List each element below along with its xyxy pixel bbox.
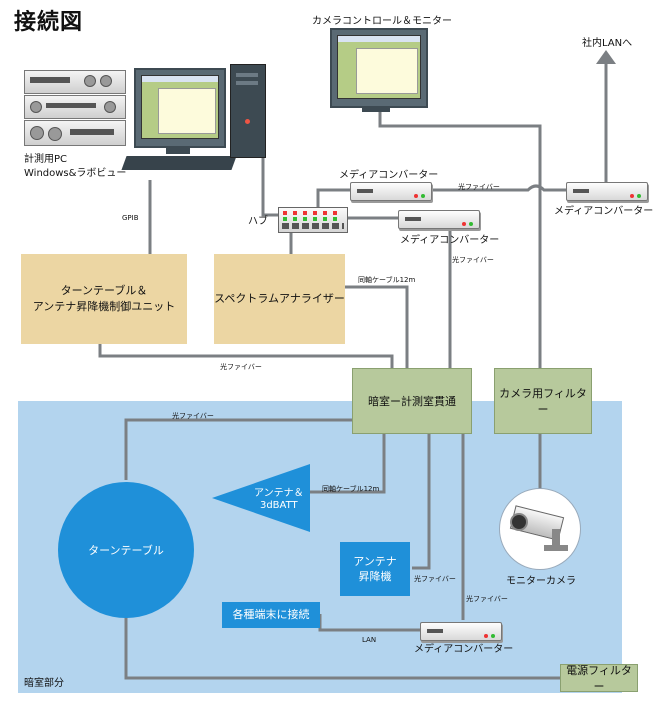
fiber-label-4: 光ファイバー — [172, 412, 214, 420]
fiber-mc1-mc4 — [430, 184, 566, 192]
fiber-label-5: 光ファイバー — [414, 575, 456, 583]
keyboard-icon — [121, 156, 237, 170]
media-converter-1-label: メディアコンバーター — [339, 170, 439, 181]
hub-label: ハブ — [248, 216, 268, 227]
monitor-camera-label: モニターカメラ — [506, 576, 576, 587]
gpib-label: GPIB — [122, 214, 139, 222]
up-arrow-icon — [596, 50, 616, 64]
antenna-lift-line2: 昇降機 — [358, 570, 392, 583]
fiber-feed-lift — [412, 432, 431, 570]
fiber-feed-turntable — [124, 418, 360, 480]
lan-cable-label: LAN — [362, 636, 377, 644]
pc-monitor-icon — [134, 68, 226, 148]
control-unit-line2: アンテナ昇降機制御ユニット — [32, 300, 176, 313]
antenna-label: アンテナ＆ 3dBATT — [254, 488, 304, 511]
camera-monitor-stand — [362, 106, 390, 112]
media-converter-1-icon — [350, 182, 432, 201]
media-converter-3-icon — [420, 622, 502, 641]
coax-spectrum-feed — [345, 285, 409, 370]
fiber-label-1: 光ファイバー — [458, 183, 500, 191]
antenna-lift: アンテナ昇降機 — [340, 542, 410, 596]
hub-icon — [278, 207, 348, 233]
lan-label: 社内LANへ — [582, 38, 633, 49]
antenna-label-line2: 3dBATT — [259, 499, 298, 511]
fiber-label-3: 光ファイバー — [220, 363, 262, 371]
camera-control-label: カメラコントロール＆モニター — [312, 16, 452, 27]
media-converter-4-label: メディアコンバーター — [554, 206, 654, 217]
media-converter-2-icon — [398, 210, 480, 229]
spectrum-analyzer: スペクトラムアナライザー — [214, 254, 345, 344]
media-converter-4-icon — [566, 182, 648, 201]
camera-monitor-cable — [378, 108, 542, 370]
fiber-label-6: 光ファイバー — [466, 595, 508, 603]
coax-label-2: 同軸ケーブル12m — [322, 485, 380, 493]
terminals-box: 各種端末に接続 — [222, 602, 320, 628]
page-title: 接続図 — [14, 10, 84, 35]
power-filter: 電源フィルター — [560, 664, 638, 693]
antenna-triangle — [212, 464, 310, 532]
pc-label-line1: 計測用PC — [24, 154, 68, 165]
media-converter-3-label: メディアコンバーター — [414, 644, 514, 655]
camera-filter-label: カメラ用フィルター — [499, 387, 587, 416]
feedthrough-label: 暗室ー計測室貫通 — [368, 395, 456, 408]
spectrum-analyzer-label: スペクトラムアナライザー — [214, 291, 345, 305]
antenna-label-line1: アンテナ＆ — [254, 488, 304, 499]
camera-filter: カメラ用フィルター — [494, 368, 592, 434]
pc-monitor-stand — [166, 146, 190, 154]
hub-mc1-cable — [316, 188, 350, 210]
terminals-label: 各種端末に接続 — [232, 608, 310, 622]
power-filter-label: 電源フィルター — [566, 664, 632, 693]
lab-equipment-icon — [24, 70, 126, 146]
coax-feed-antenna — [310, 432, 386, 494]
control-unit-line1: ターンテーブル＆ — [60, 283, 148, 297]
darkroom-label: 暗室部分 — [24, 678, 64, 689]
coax-label-1: 同軸ケーブル12m — [358, 276, 416, 284]
turntable-control-unit: ターンテーブル＆ アンテナ昇降機制御ユニット — [21, 254, 187, 344]
monitor-camera-icon — [499, 488, 581, 570]
pc-label-line2: Windows&ラボビュー — [24, 168, 127, 179]
pc-tower-icon — [230, 64, 266, 158]
camera-control-monitor-icon — [330, 28, 428, 108]
power-line — [124, 612, 560, 680]
antenna-lift-line1: アンテナ — [353, 554, 397, 568]
fiber-control-feed — [98, 344, 394, 370]
darkroom-feedthrough: 暗室ー計測室貫通 — [352, 368, 472, 434]
media-converter-2-label: メディアコンバーター — [400, 235, 500, 246]
lan-mc3-terminals — [318, 614, 420, 632]
turntable: ターンテーブル — [58, 482, 194, 618]
fiber-label-2: 光ファイバー — [452, 256, 494, 264]
turntable-label: ターンテーブル — [88, 544, 164, 557]
